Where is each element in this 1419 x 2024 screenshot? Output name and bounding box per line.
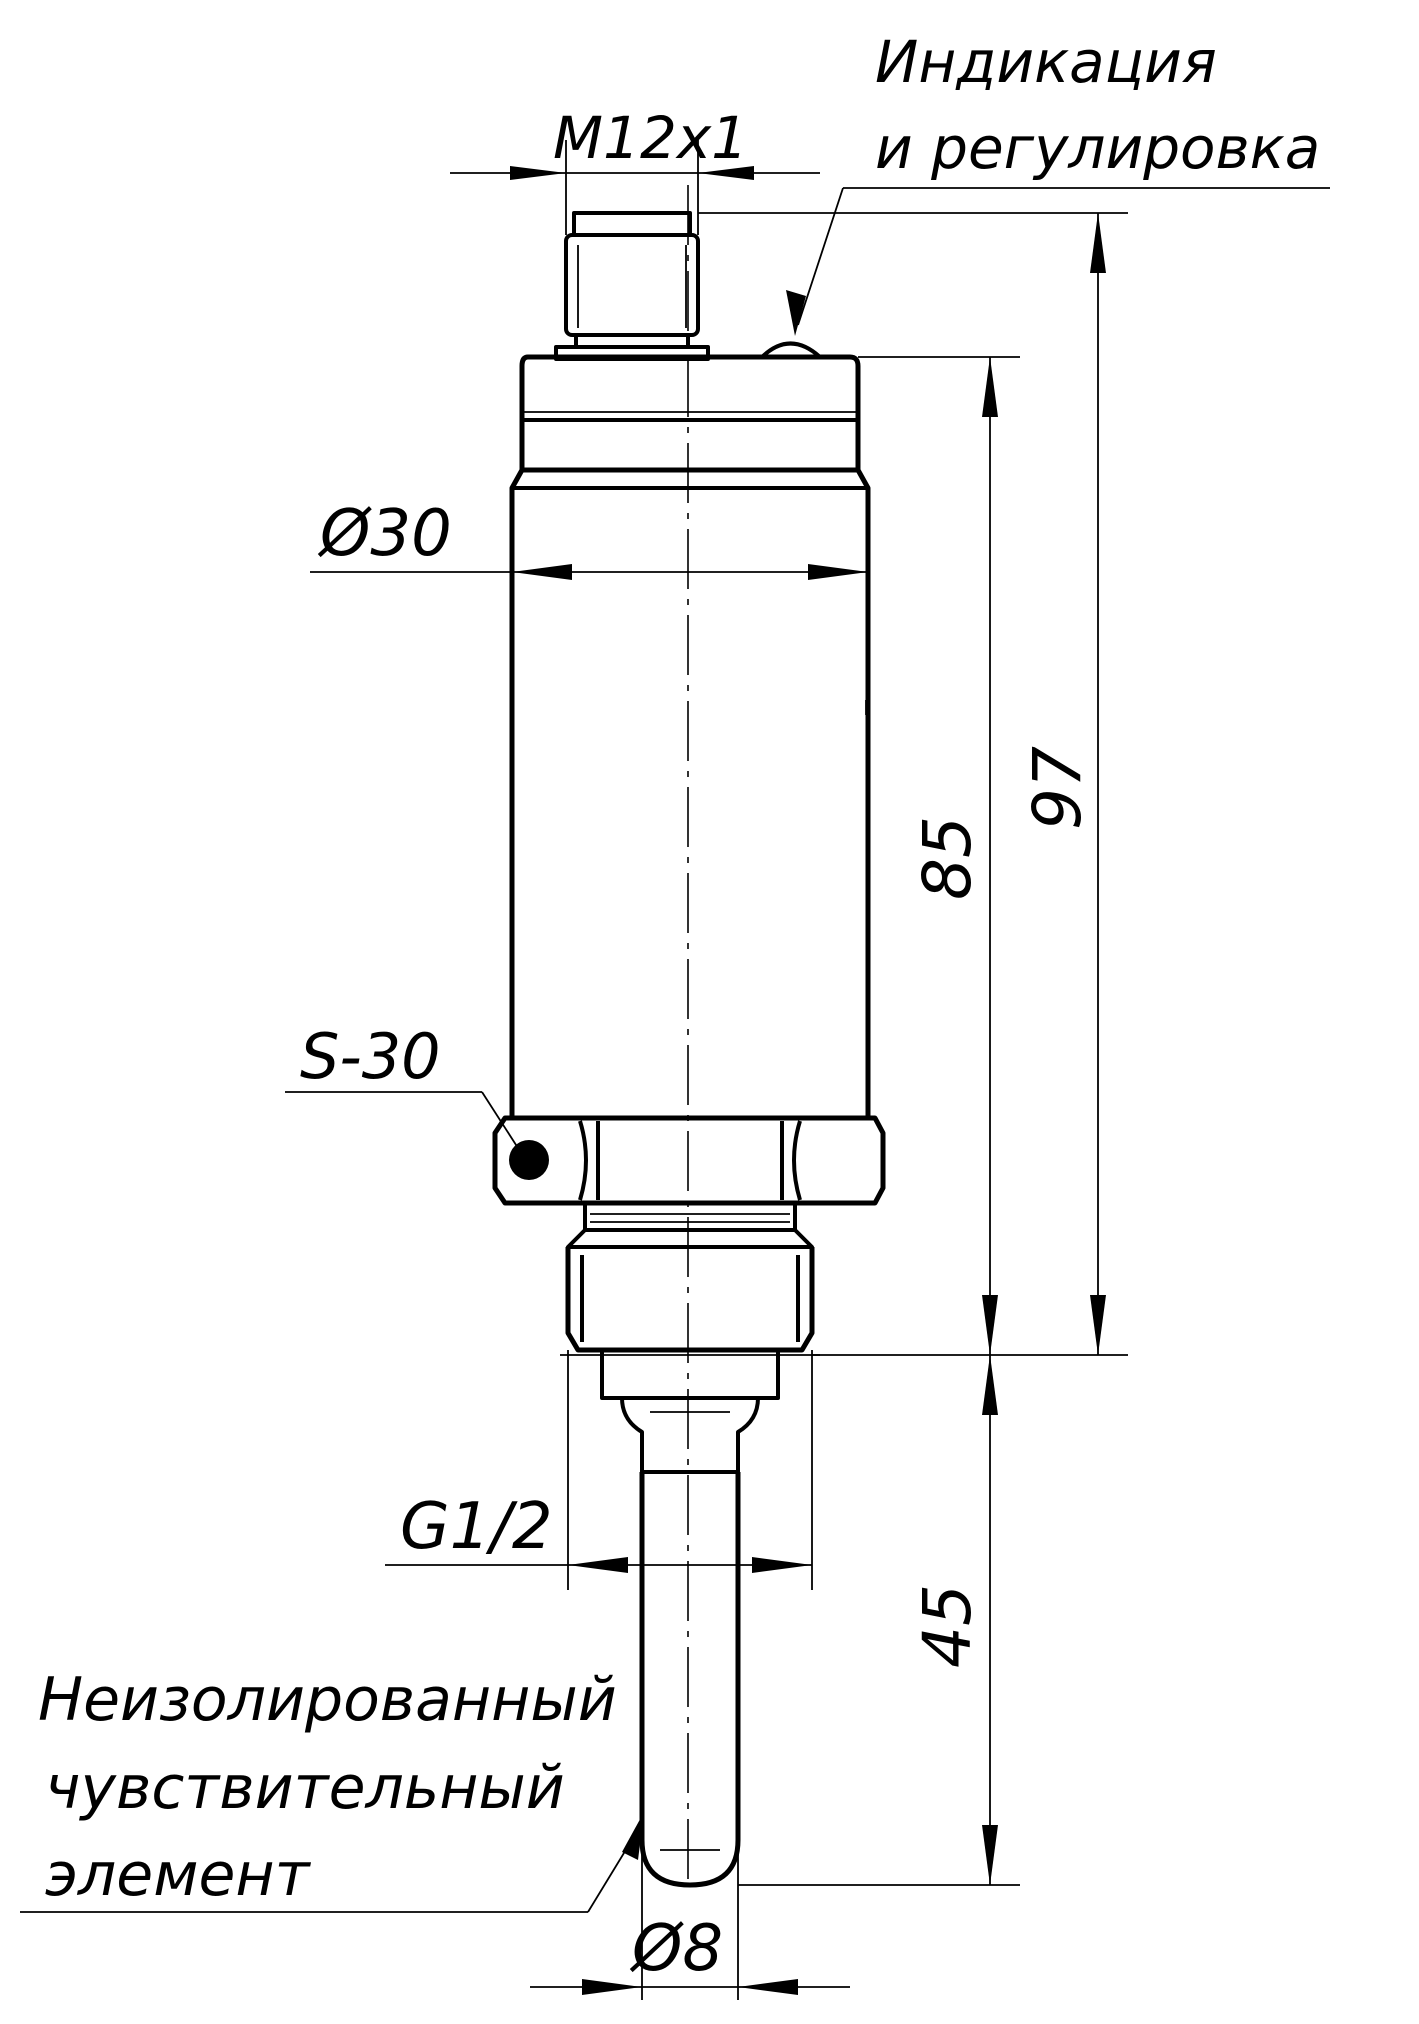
head-cap	[519, 354, 861, 473]
label-probe-diameter: Ø8	[629, 1912, 723, 1986]
leader-wrench: S-30	[285, 1020, 519, 1149]
label-m12x1: M12x1	[553, 104, 748, 172]
dim-pipe-thread: G1/2	[385, 1350, 813, 1590]
label-indication-1: Индикация	[875, 28, 1217, 96]
pipe-thread	[560, 1247, 820, 1356]
dim-probe-diameter: Ø8	[530, 1850, 850, 2000]
thread-neck	[566, 1203, 814, 1249]
label-total-length: 97	[1019, 746, 1096, 830]
probe-tube	[639, 1472, 741, 1888]
label-indication-2: и регулировка	[875, 114, 1320, 182]
dim-probe-length: 45	[738, 1355, 1020, 1886]
leader-indication: Индикация и регулировка	[786, 28, 1330, 336]
label-sensor-3: элемент	[45, 1840, 312, 1910]
seal-hole	[509, 1140, 549, 1180]
dim-total-length: 97	[698, 212, 1128, 1356]
label-pipe-thread: G1/2	[400, 1490, 553, 1564]
leader-sensor: Неизолированный чувствительный элемент	[20, 1665, 644, 1913]
hex-nut	[492, 1115, 886, 1206]
label-probe-length: 45	[909, 1584, 986, 1668]
dim-body-length: 85	[858, 356, 1020, 1355]
label-body-length: 85	[909, 816, 986, 900]
label-sensor-1: Неизолированный	[38, 1665, 617, 1735]
probe-shoulder	[600, 1348, 780, 1474]
label-wrench-size: S-30	[300, 1020, 441, 1093]
dim-body-diameter: Ø30	[310, 497, 868, 580]
connector	[554, 211, 710, 361]
label-body-diameter: Ø30	[317, 497, 452, 571]
dim-m12x1: M12x1	[450, 104, 820, 235]
label-sensor-2: чувствительный	[45, 1753, 565, 1823]
